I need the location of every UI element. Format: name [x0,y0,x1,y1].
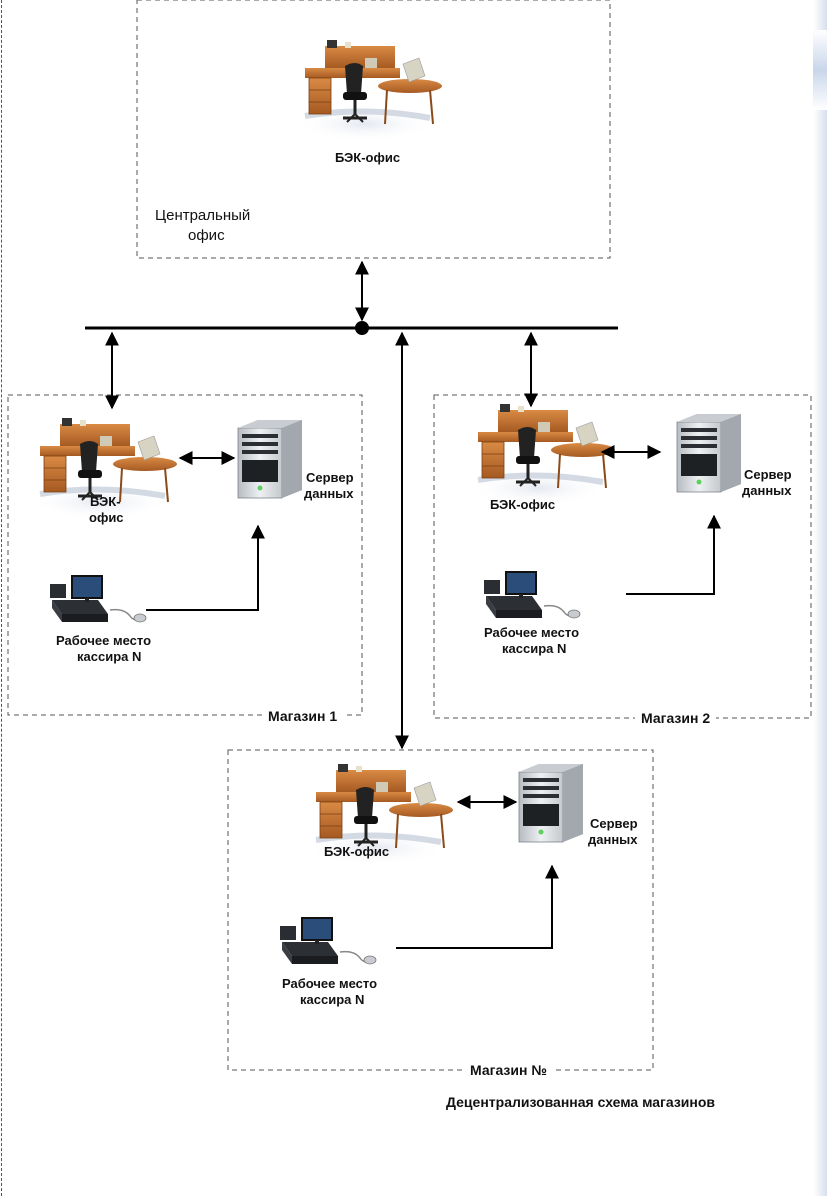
pos-terminal-icon [49,575,147,623]
store1-box [7,394,363,716]
storeN-title: Магазин № [464,1062,553,1078]
left-dashed-border [1,0,2,1196]
storeN-cashier-line2: кассира N [300,992,365,1007]
central-office-title-line1: Центральный [155,207,251,224]
central-office-title-line2: офис [188,227,225,244]
office-desk-icon [468,404,615,506]
store2-back-office-label: БЭК-офис [490,497,556,512]
page-edge-strip [813,0,827,1196]
storeN-server-line2: данных [588,832,638,847]
central-back-office-label: БЭК-офис [335,150,401,165]
server-tower-icon [518,763,584,843]
pos-terminal-icon [483,571,581,619]
link-pos-server-2 [626,514,721,595]
server-tower-icon [237,419,303,499]
store1-server-line2: данных [304,486,354,501]
store1-back-office-line1: БЭК- [90,494,121,509]
store1-cashier-line2: кассира N [77,649,142,664]
store2-title: Магазин 2 [635,710,717,726]
store1-server-line1: Сервер [306,470,354,485]
server-tower-icon [676,413,742,493]
bus-junction [355,321,369,335]
link-pos-server-N [396,864,559,949]
storeN-cashier-line1: Рабочее место [282,976,378,991]
storeN-server-line1: Сервер [590,816,638,831]
store1-back-office-line2: офис [89,510,124,525]
store2-server-line2: данных [742,483,792,498]
store2-server-line1: Сервер [744,467,792,482]
store2-cashier-line1: Рабочее место [484,625,580,640]
central-office-box [136,0,611,259]
office-desk-icon [295,40,442,142]
link-pos-server-1 [146,524,265,611]
storeN-box [227,749,654,1071]
store1-title: Магазин 1 [262,708,344,724]
store1-cashier-line1: Рабочее место [56,633,152,648]
store2-cashier-line2: кассира N [502,641,567,656]
diagram-caption: Децентрализованная схема магазинов [446,1094,716,1110]
pos-terminal-icon [279,917,377,965]
storeN-back-office-label: БЭК-офис [324,844,390,859]
